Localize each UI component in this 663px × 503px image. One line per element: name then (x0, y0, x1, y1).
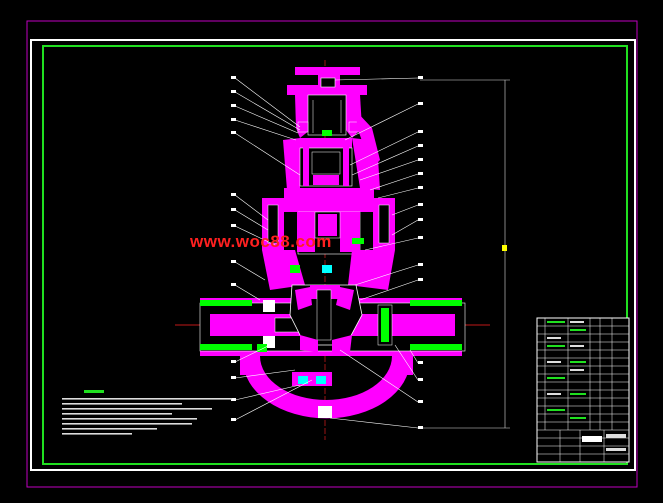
housing-bowl (243, 356, 410, 419)
differential-assembly (199, 67, 466, 419)
lower-housing-right (348, 250, 395, 290)
top-cap (295, 67, 360, 75)
inner-drawing-border (42, 45, 628, 465)
leader-numbers-left (231, 76, 236, 421)
drain-plug (318, 406, 332, 418)
leader-numbers-right (418, 76, 423, 429)
leader-lines-right (329, 77, 419, 429)
title-block (536, 317, 630, 463)
right-half-shaft (340, 314, 455, 336)
pinion-gear-left (297, 212, 315, 252)
input-shaft-bore (307, 94, 347, 136)
bearing-left-upper (297, 121, 309, 133)
technical-notes (62, 390, 232, 435)
mid-housing-left (283, 138, 300, 190)
top-flange (287, 85, 367, 95)
spline-coupling (381, 308, 389, 342)
watermark-text: www.woc88.com (190, 232, 332, 251)
watermark: www.woc88.com (190, 232, 360, 254)
lower-housing-left (262, 250, 305, 290)
outer-sheet-border (26, 20, 638, 488)
carrier-top (284, 188, 374, 212)
dimension-vertical (420, 79, 510, 429)
leader-lines-left (234, 77, 313, 421)
drawing-border (30, 39, 636, 471)
bearing-icon (263, 300, 275, 312)
